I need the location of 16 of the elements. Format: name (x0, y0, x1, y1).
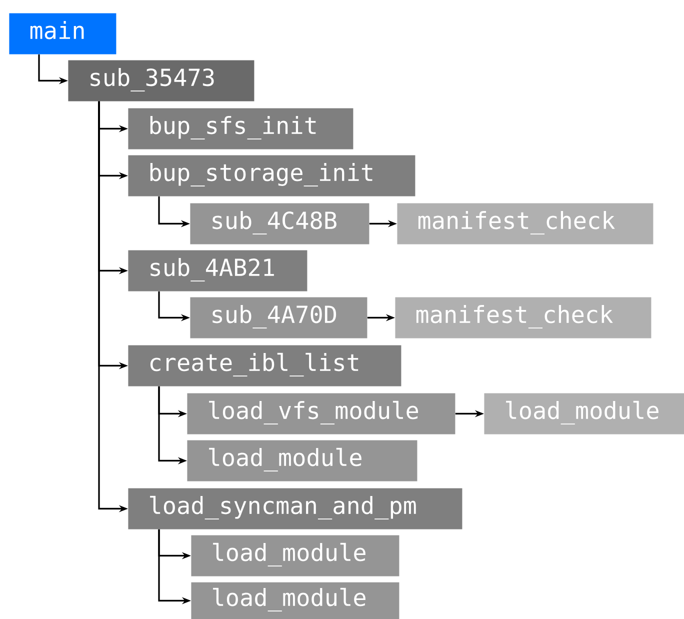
function-box: load_module (187, 440, 418, 482)
function-box: sub_4C48B (190, 203, 370, 244)
function-box: load_module (191, 535, 400, 576)
function-box: create_ibl_list (128, 345, 402, 386)
function-box: sub_35473 (68, 60, 254, 102)
function-box: bup_sfs_init (128, 108, 354, 150)
function-box: load_vfs_module (187, 393, 456, 434)
function-box: manifest_check (395, 297, 652, 338)
function-box: sub_4A70D (190, 297, 368, 338)
function-box: load_syncman_and_pm (128, 488, 462, 530)
function-box: load_module (191, 582, 400, 619)
function-box: main (9, 13, 116, 54)
function-box: bup_storage_init (128, 155, 416, 196)
function-box: load_module (484, 393, 684, 434)
function-box: manifest_check (397, 203, 654, 244)
function-box: sub_4AB21 (128, 250, 308, 292)
